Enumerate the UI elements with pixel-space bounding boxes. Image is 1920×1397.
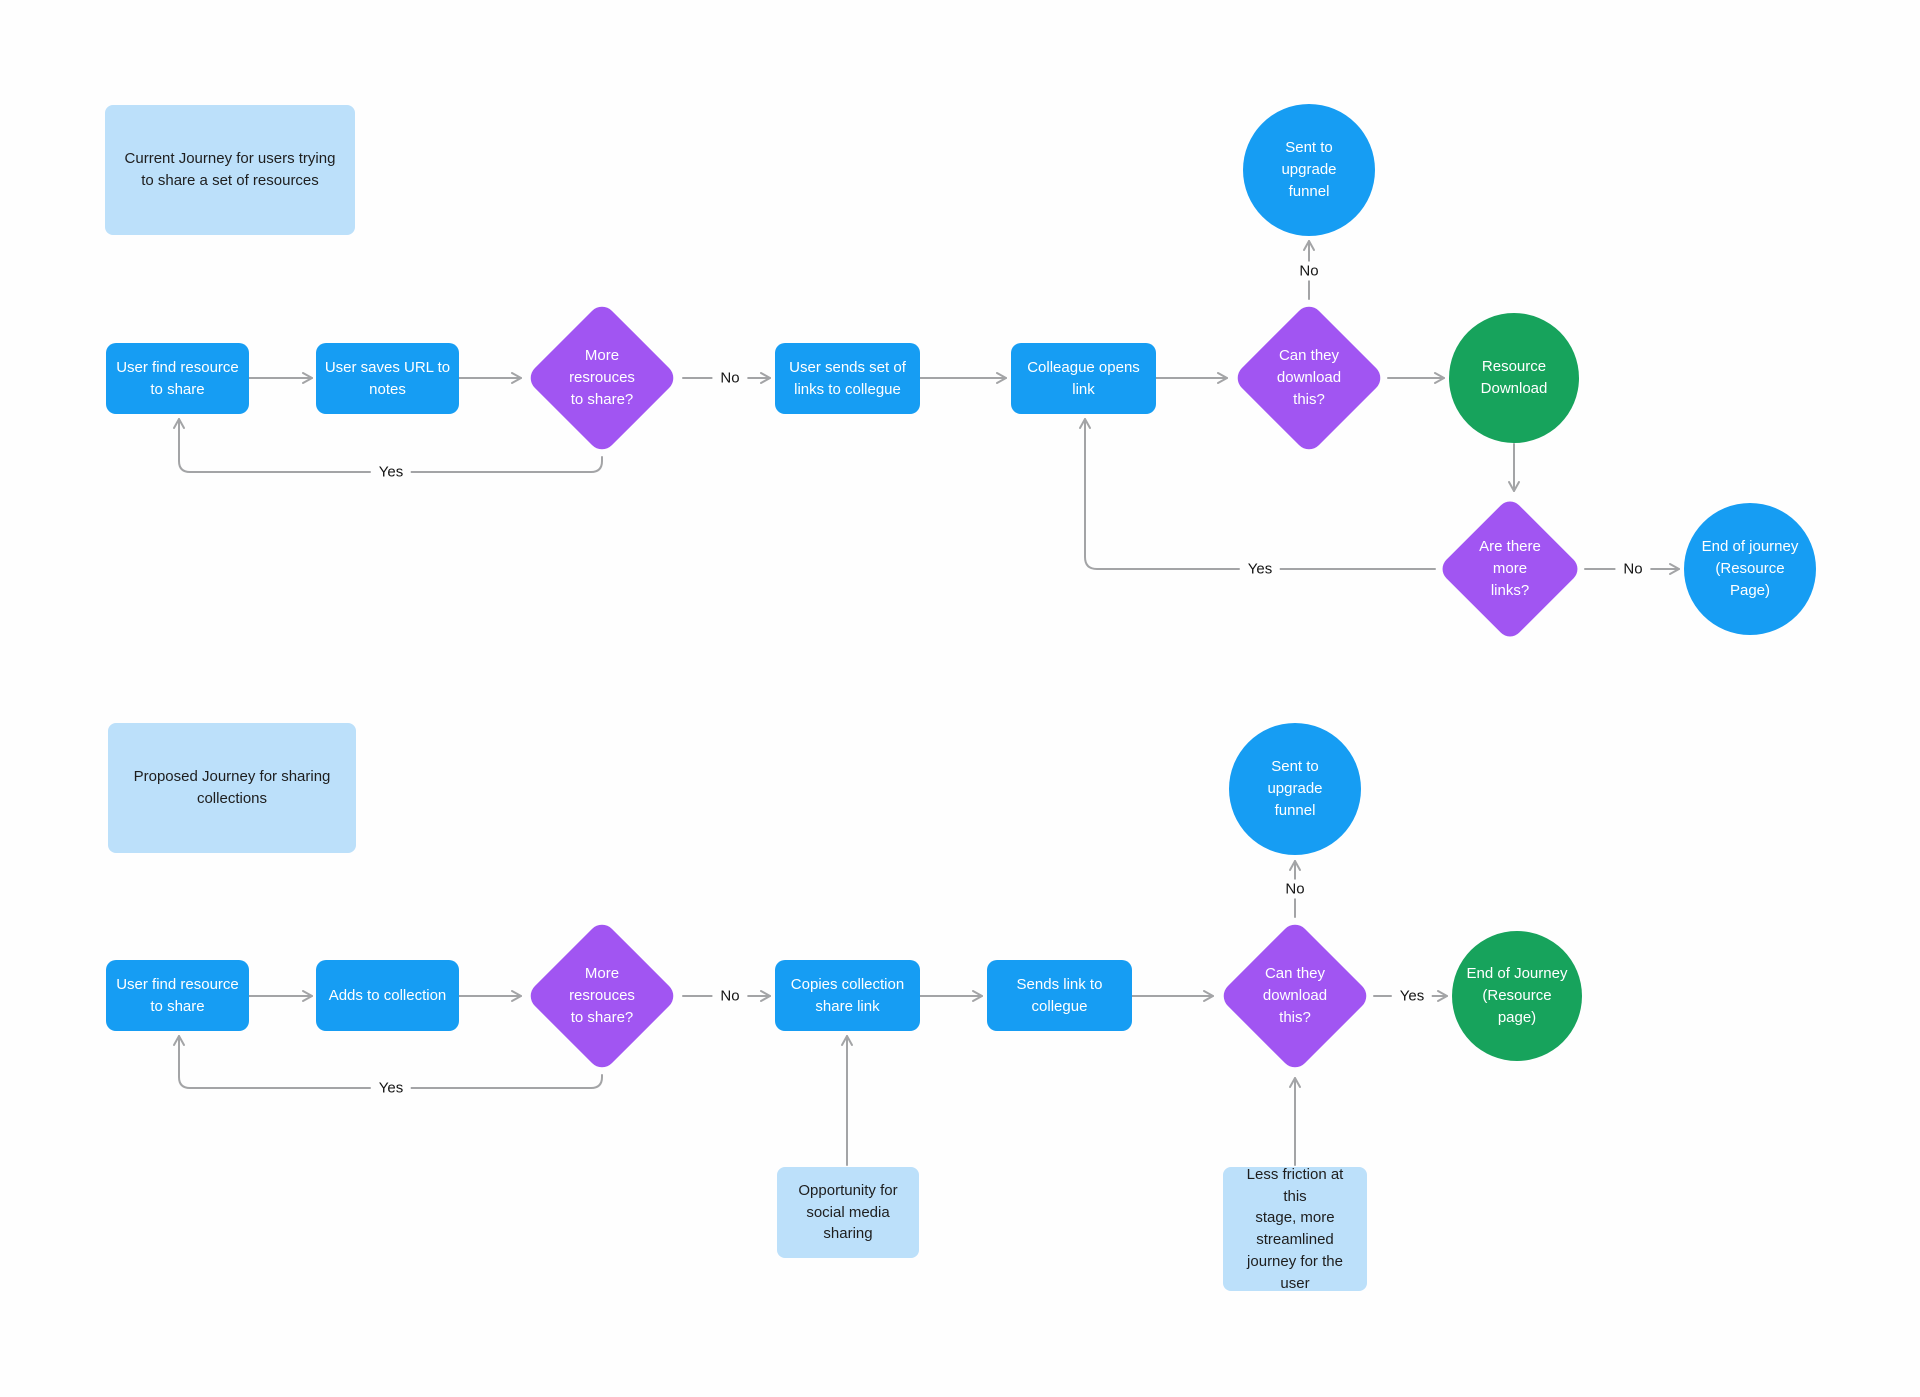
note-social-media-opportunity[interactable]: Opportunity for social media sharing bbox=[777, 1167, 919, 1258]
node-adds-to-collection-proposed[interactable]: Adds to collection bbox=[316, 960, 459, 1031]
node-end-of-journey-proposed[interactable]: End of Journey (Resource page) bbox=[1452, 931, 1582, 1061]
diamond-label: More resrouces to share? bbox=[569, 347, 635, 408]
node-sends-link-proposed[interactable]: Sends link to collegue bbox=[987, 960, 1132, 1031]
edge-label-no-more-resources-current[interactable]: No bbox=[712, 368, 748, 388]
node-copies-share-link-proposed[interactable]: Copies collection share link bbox=[775, 960, 920, 1031]
diamond-label: More resrouces to share? bbox=[569, 965, 635, 1026]
node-find-resource-proposed[interactable]: User find resource to share bbox=[106, 960, 249, 1031]
edge-label-yes-more-resources-proposed[interactable]: Yes bbox=[370, 1078, 412, 1098]
node-more-resources-decision-current[interactable]: More resrouces to share? bbox=[524, 300, 680, 456]
node-can-download-decision-proposed[interactable]: Can they download this? bbox=[1217, 918, 1373, 1074]
edge-label-no-more-links-current[interactable]: No bbox=[1615, 559, 1651, 579]
edge-label-no-can-download-proposed[interactable]: No bbox=[1277, 879, 1313, 899]
note-current-journey[interactable]: Current Journey for users trying to shar… bbox=[105, 105, 355, 235]
node-can-download-decision-current[interactable]: Can they download this? bbox=[1231, 300, 1387, 456]
diamond-label: Can they download this? bbox=[1262, 965, 1328, 1026]
node-find-resource-current[interactable]: User find resource to share bbox=[106, 343, 249, 414]
node-colleague-opens-current[interactable]: Colleague opens link bbox=[1011, 343, 1156, 414]
note-proposed-journey[interactable]: Proposed Journey for sharing collections bbox=[108, 723, 356, 853]
node-more-links-decision-current[interactable]: Are there more links? bbox=[1437, 496, 1583, 642]
diamond-label: Are there more links? bbox=[1479, 538, 1541, 599]
diamond-label: Can they download this? bbox=[1276, 347, 1342, 408]
edge-label-yes-more-links-current[interactable]: Yes bbox=[1239, 559, 1281, 579]
node-send-links-current[interactable]: User sends set of links to collegue bbox=[775, 343, 920, 414]
node-resource-download-current[interactable]: Resource Download bbox=[1449, 313, 1579, 443]
edge-label-no-can-download-current[interactable]: No bbox=[1291, 261, 1327, 281]
node-more-resources-decision-proposed[interactable]: More resrouces to share? bbox=[524, 918, 680, 1074]
node-upgrade-funnel-current[interactable]: Sent to upgrade funnel bbox=[1243, 104, 1375, 236]
note-less-friction[interactable]: Less friction at this stage, more stream… bbox=[1223, 1166, 1367, 1292]
node-end-of-journey-current[interactable]: End of journey (Resource Page) bbox=[1684, 503, 1816, 635]
edge-morelinks-yes-to-colleague bbox=[1079, 418, 1436, 570]
node-upgrade-funnel-proposed[interactable]: Sent to upgrade funnel bbox=[1229, 723, 1361, 855]
edge-label-no-more-resources-proposed[interactable]: No bbox=[712, 986, 748, 1006]
edge-label-yes-more-resources-current[interactable]: Yes bbox=[370, 462, 412, 482]
node-save-url-current[interactable]: User saves URL to notes bbox=[316, 343, 459, 414]
edge-label-yes-can-download-proposed[interactable]: Yes bbox=[1391, 986, 1433, 1006]
